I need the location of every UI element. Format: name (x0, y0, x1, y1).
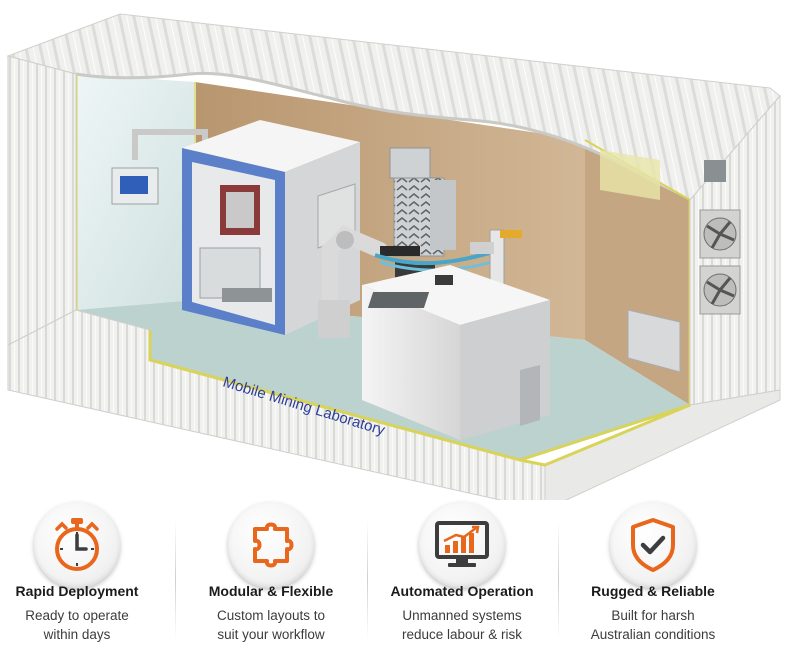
feature-description: Unmanned systems reduce labour & risk (401, 608, 523, 642)
feature-title: Rapid Deployment (15, 583, 139, 599)
puzzle-piece-icon (253, 522, 294, 568)
stopwatch-icon (55, 518, 99, 571)
feature-title: Rugged & Reliable (591, 583, 715, 599)
feature-title: Automated Operation (390, 583, 534, 599)
shield-check-icon (631, 518, 675, 572)
feature-title: Modular & Flexible (208, 583, 334, 599)
feature-divider (558, 520, 559, 640)
sample-rack-tower (389, 147, 456, 257)
feature-badge (34, 502, 120, 588)
feature-badge (610, 502, 696, 588)
feature-badge (419, 502, 505, 588)
ventilation-fans (699, 209, 741, 315)
sample-prep-cabinet (182, 120, 360, 335)
feature-automated-operation: Automated Operation Unmanned systems red… (367, 498, 557, 663)
analyzer-post (470, 229, 522, 291)
feature-divider (367, 520, 368, 640)
feature-description: Custom layouts to suit your workflow (216, 608, 326, 642)
feature-rapid-deployment: Rapid Deployment Ready to operate within… (0, 498, 172, 663)
feature-description: Built for harsh Australian conditions (590, 608, 716, 642)
feature-rugged-reliable: Rugged & Reliable Built for harsh Austra… (558, 498, 748, 663)
monitor-chart-icon (435, 521, 489, 567)
feature-divider (175, 520, 176, 640)
container-lab-illustration: Mobile Mining Laboratory (6, 13, 781, 500)
analyzer-machine (362, 265, 550, 440)
feature-description: Ready to operate within days (25, 608, 129, 642)
container-left-end (7, 55, 77, 346)
feature-modular-flexible: Modular & Flexible Custom layouts to sui… (176, 498, 366, 663)
feature-badge (228, 502, 314, 588)
features-row: Rapid Deployment Ready to operate within… (0, 498, 798, 663)
